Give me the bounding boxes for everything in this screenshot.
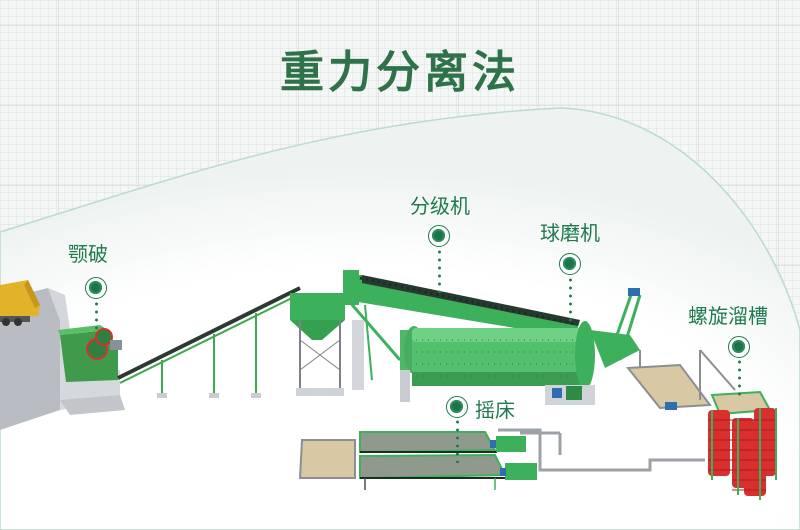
feed-hopper bbox=[290, 293, 345, 396]
belt-conveyor bbox=[117, 286, 301, 398]
label-shaking-table: 摇床 bbox=[475, 398, 515, 422]
label-jaw-crusher: 颚破 bbox=[68, 242, 108, 266]
marker-jaw-crusher[interactable] bbox=[85, 277, 107, 299]
marker-ball-mill[interactable] bbox=[559, 253, 581, 275]
label-classifier: 分级机 bbox=[410, 194, 470, 218]
page-title: 重力分离法 bbox=[280, 47, 520, 98]
slurry-pipe bbox=[498, 428, 705, 472]
marker-spiral-chute[interactable] bbox=[728, 336, 750, 358]
label-ball-mill: 球磨机 bbox=[540, 221, 600, 245]
spiral-chute-machine bbox=[699, 349, 777, 500]
ball-mill-machine bbox=[400, 321, 595, 405]
leader-spiral-chute bbox=[738, 358, 741, 398]
leader-classifier bbox=[438, 248, 441, 293]
shaking-table-machine bbox=[298, 431, 562, 490]
spiral-classifier-machine bbox=[343, 270, 580, 390]
settling-tray bbox=[626, 350, 712, 410]
marker-classifier[interactable] bbox=[428, 225, 450, 247]
bucket-elevator bbox=[590, 288, 642, 368]
leader-shaking-table bbox=[456, 418, 459, 463]
leader-ball-mill bbox=[569, 276, 572, 326]
leader-jaw-crusher bbox=[95, 300, 98, 330]
marker-shaking-table[interactable] bbox=[446, 396, 468, 418]
jaw-crusher-machine bbox=[58, 325, 122, 382]
dump-truck bbox=[0, 280, 40, 326]
label-spiral-chute: 螺旋溜槽 bbox=[688, 304, 768, 328]
